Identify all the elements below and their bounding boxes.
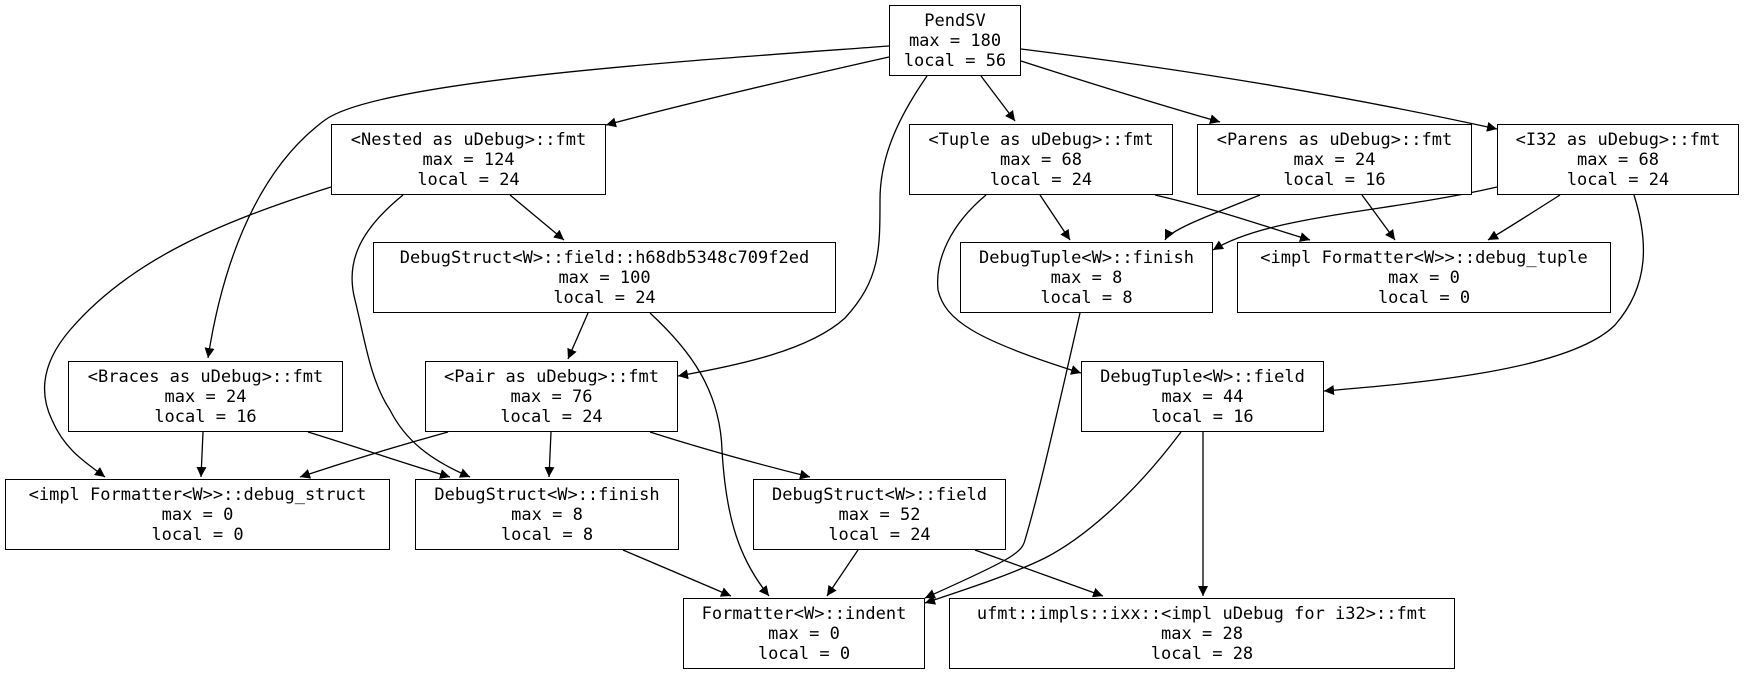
node-name: <impl Formatter<W>>::debug_struct [28,484,367,505]
edge-i32fmt-to-dtfield [1323,194,1645,396]
node-formatter-indent: Formatter<W>::indent max = 0 local = 0 [683,598,925,669]
node-parens-fmt: <Parens as uDebug>::fmt max = 24 local =… [1197,124,1472,195]
edge-tuple-to-implfmt_dt [1154,194,1311,242]
node-debugtuple-field: DebugTuple<W>::field max = 44 local = 16 [1081,361,1324,432]
node-debugstruct-finish: DebugStruct<W>::finish max = 8 local = 8 [415,479,679,550]
node-name: <Pair as uDebug>::fmt [444,366,659,387]
edge-parens-to-dtfinish [1164,194,1261,241]
node-local: local = 24 [828,524,931,545]
node-max: max = 8 [511,504,583,525]
node-max: max = 28 [1161,623,1243,644]
edge-nested-to-dsfield_h68 [509,194,565,241]
node-name: Formatter<W>::indent [701,603,907,624]
node-name: <Nested as uDebug>::fmt [350,129,587,150]
node-local: local = 0 [1377,287,1471,308]
node-i32-fmt: <I32 as uDebug>::fmt max = 68 local = 24 [1497,124,1739,195]
node-local: local = 24 [417,169,520,190]
node-local: local = 24 [553,287,656,308]
edge-pendsv-to-nested [605,56,890,128]
node-name: ufmt::impls::ixx::<impl uDebug for i32>:… [976,603,1428,624]
node-local: local = 0 [151,524,244,545]
node-braces-fmt: <Braces as uDebug>::fmt max = 24 local =… [68,361,343,432]
node-local: local = 8 [500,524,594,545]
edge-pendsv-to-pair [677,75,928,380]
node-local: local = 16 [1283,169,1386,190]
edge-tuple-to-dtfinish [1039,194,1071,241]
node-name: <Parens as uDebug>::fmt [1216,129,1453,150]
edge-nested-to-implfmt_ds [43,186,332,478]
node-max: max = 180 [908,30,1002,51]
edge-dsfield_h68-to-pair [567,312,589,360]
edge-pendsv-to-i32fmt [1020,48,1498,132]
edge-pair-to-dsfinish [544,431,555,478]
node-local: local = 56 [903,50,1007,71]
edge-dsfinish-to-indent [622,549,732,597]
edge-pendsv-to-tuple [980,75,1016,122]
node-debugtuple-finish: DebugTuple<W>::finish max = 8 local = 8 [960,242,1213,313]
node-max: max = 24 [1293,149,1376,170]
edge-pair-to-dsfield [649,431,811,480]
node-local: local = 24 [1566,169,1670,190]
node-debugstruct-field: DebugStruct<W>::field max = 52 local = 2… [753,479,1006,550]
node-name: DebugTuple<W>::field [1100,366,1305,387]
node-name: DebugStruct<W>::finish [434,484,660,505]
node-local: local = 16 [154,406,257,427]
edge-braces-to-dsfinish [307,431,451,479]
node-name: DebugStruct<W>::field [772,484,987,505]
node-name: <I32 as uDebug>::fmt [1515,129,1721,150]
node-debugstruct-field-h68: DebugStruct<W>::field::h68db5348c709f2ed… [373,242,836,313]
node-local: local = 24 [500,406,603,427]
node-local: local = 8 [1040,287,1133,308]
node-local: local = 24 [989,169,1093,190]
node-ufmt-i32-fmt: ufmt::impls::ixx::<impl uDebug for i32>:… [949,598,1455,669]
node-pair-fmt: <Pair as uDebug>::fmt max = 76 local = 2… [425,361,678,432]
edge-i32fmt-to-implfmt_dt [1487,194,1561,241]
node-name: <Braces as uDebug>::fmt [87,366,324,387]
node-max: max = 44 [1161,386,1244,407]
node-local: local = 16 [1151,406,1254,427]
node-tuple-fmt: <Tuple as uDebug>::fmt max = 68 local = … [909,124,1173,195]
node-local: local = 28 [1150,643,1254,664]
node-name: <Tuple as uDebug>::fmt [928,129,1154,150]
node-formatter-debug-struct: <impl Formatter<W>>::debug_struct max = … [5,479,390,550]
node-max: max = 8 [1050,267,1123,288]
node-max: max = 68 [1577,149,1659,170]
edge-braces-to-implfmt_ds [196,431,207,478]
node-max: max = 0 [768,623,840,644]
node-max: max = 100 [558,267,651,288]
node-name: PendSV [924,10,986,31]
node-max: max = 0 [1388,267,1460,288]
node-formatter-debug-tuple: <impl Formatter<W>>::debug_tuple max = 0… [1237,242,1611,313]
edge-parens-to-implfmt_dt [1361,194,1396,241]
edge-i32fmt-to-dtfinish [1212,186,1498,251]
node-max: max = 124 [422,149,515,170]
node-name: <impl Formatter<W>>::debug_tuple [1260,247,1588,268]
node-name: DebugStruct<W>::field::h68db5348c709f2ed [399,247,810,268]
node-name: DebugTuple<W>::finish [979,247,1194,268]
edge-dsfield_h68-to-indent [649,312,770,597]
edge-pair-to-implfmt_ds [299,431,449,479]
edge-dtfinish-to-indent [924,312,1081,599]
node-max: max = 68 [1000,149,1082,170]
edge-dsfield-to-indent [826,549,859,597]
node-pendsv: PendSV max = 180 local = 56 [889,5,1021,76]
node-max: max = 0 [161,504,234,525]
edge-pendsv-to-braces [204,45,890,359]
edge-nested-to-dsfinish [351,194,471,478]
edge-dsfield-to-ufmt_i32 [974,549,1104,598]
node-max: max = 52 [838,504,921,525]
edge-dtfield-to-indent [924,431,1182,605]
node-max: max = 76 [510,386,593,407]
edge-tuple-to-dtfield [936,194,1082,375]
node-max: max = 24 [164,386,247,407]
node-nested-fmt: <Nested as uDebug>::fmt max = 124 local … [331,124,606,195]
node-local: local = 0 [757,643,851,664]
edge-pendsv-to-parens [1020,60,1221,125]
